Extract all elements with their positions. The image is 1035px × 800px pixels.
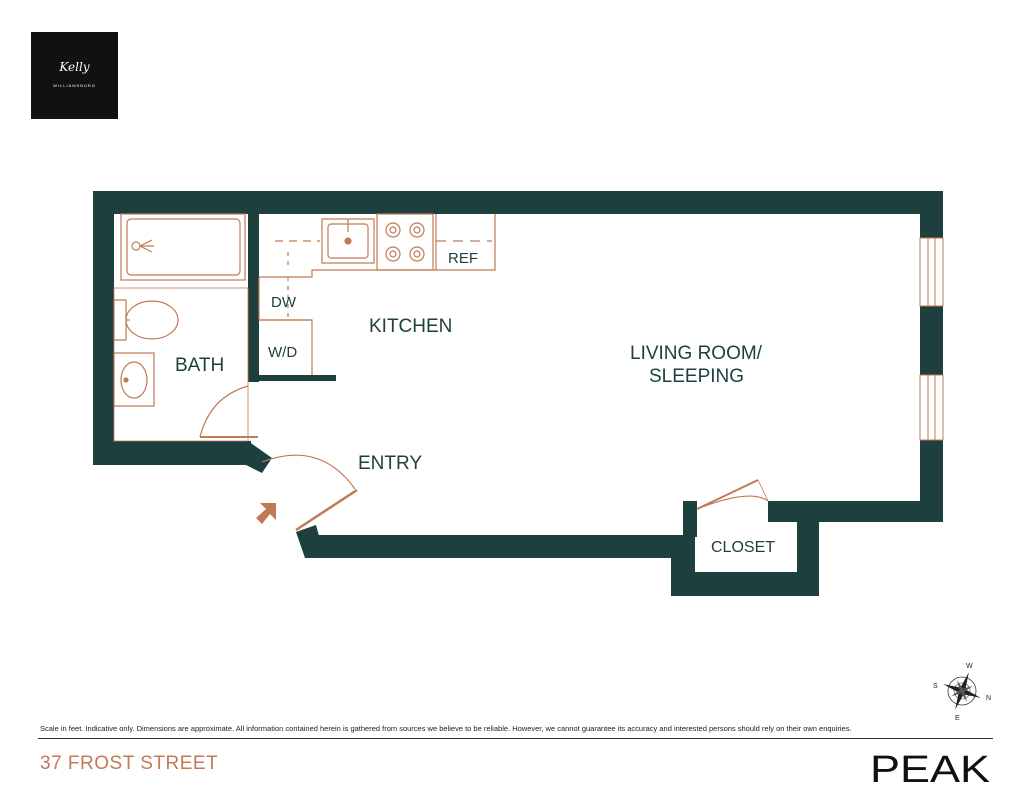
bathtub	[120, 213, 246, 281]
agent-logo: Kelly WILLIAMSBURG	[31, 32, 118, 119]
compass-s: S	[933, 683, 938, 690]
toilet-bowl	[125, 300, 179, 340]
property-address: 37 FROST STREET	[40, 753, 219, 774]
divider	[38, 738, 993, 739]
label-ref: REF	[448, 250, 478, 267]
entry-door	[295, 488, 358, 532]
disclaimer: Scale in feet. Indicative only. Dimensio…	[40, 724, 852, 733]
wall-bath-bottom	[93, 441, 251, 465]
wall-right-2	[920, 306, 943, 375]
window-upper	[919, 237, 944, 307]
wall-closet-jamb	[683, 501, 697, 537]
label-dw: DW	[271, 294, 297, 311]
wall-door-jamb	[246, 441, 272, 473]
label-living-1: LIVING ROOM/	[630, 343, 763, 364]
entry-arrow-icon	[256, 503, 276, 524]
compass-n: N	[986, 695, 991, 702]
label-entry: ENTRY	[358, 453, 422, 474]
closet-door-swing	[696, 495, 769, 510]
windows	[919, 237, 944, 441]
toilet-tank	[113, 299, 127, 341]
wall-bottom	[318, 535, 695, 558]
fixtures	[113, 213, 769, 532]
wall-kitchen-stub	[248, 375, 336, 381]
entry-door-swing	[261, 454, 356, 490]
entry-arrow	[256, 503, 276, 524]
logo-script: Kelly	[59, 60, 90, 74]
label-bath: BATH	[175, 355, 224, 376]
stove	[376, 213, 434, 271]
label-living-2: SLEEPING	[649, 366, 744, 387]
label-closet: CLOSET	[711, 539, 775, 556]
closet-door	[696, 479, 759, 510]
brand-name: PEAK	[870, 749, 990, 786]
wall-top	[93, 191, 943, 214]
window-lower	[919, 374, 944, 441]
wall-closet-bottom	[671, 572, 819, 596]
compass-w: W	[966, 663, 973, 670]
wall-entry-jamb	[296, 525, 325, 558]
label-wd: W/D	[268, 344, 297, 361]
wall-right-1	[920, 191, 943, 238]
bathtub-inner	[126, 218, 241, 276]
vanity-sink	[120, 361, 148, 399]
wall-left	[93, 191, 114, 465]
walls	[93, 191, 943, 596]
logo-subtitle: WILLIAMSBURG	[53, 83, 96, 88]
wall-bath-partition	[248, 212, 259, 382]
brand-logo: PEAK	[870, 749, 990, 786]
compass-e: E	[955, 715, 960, 720]
wall-bottom-right	[768, 501, 943, 522]
kitchen-counter	[259, 214, 496, 278]
label-kitchen: KITCHEN	[369, 316, 452, 337]
bath-door-swing	[199, 385, 249, 438]
compass-icon: W S N E	[933, 663, 991, 720]
tub-drain	[131, 241, 141, 251]
vanity	[113, 352, 155, 407]
floor-plan: BATH KITCHEN LIVING ROOM/ SLEEPING ENTRY…	[93, 191, 991, 720]
